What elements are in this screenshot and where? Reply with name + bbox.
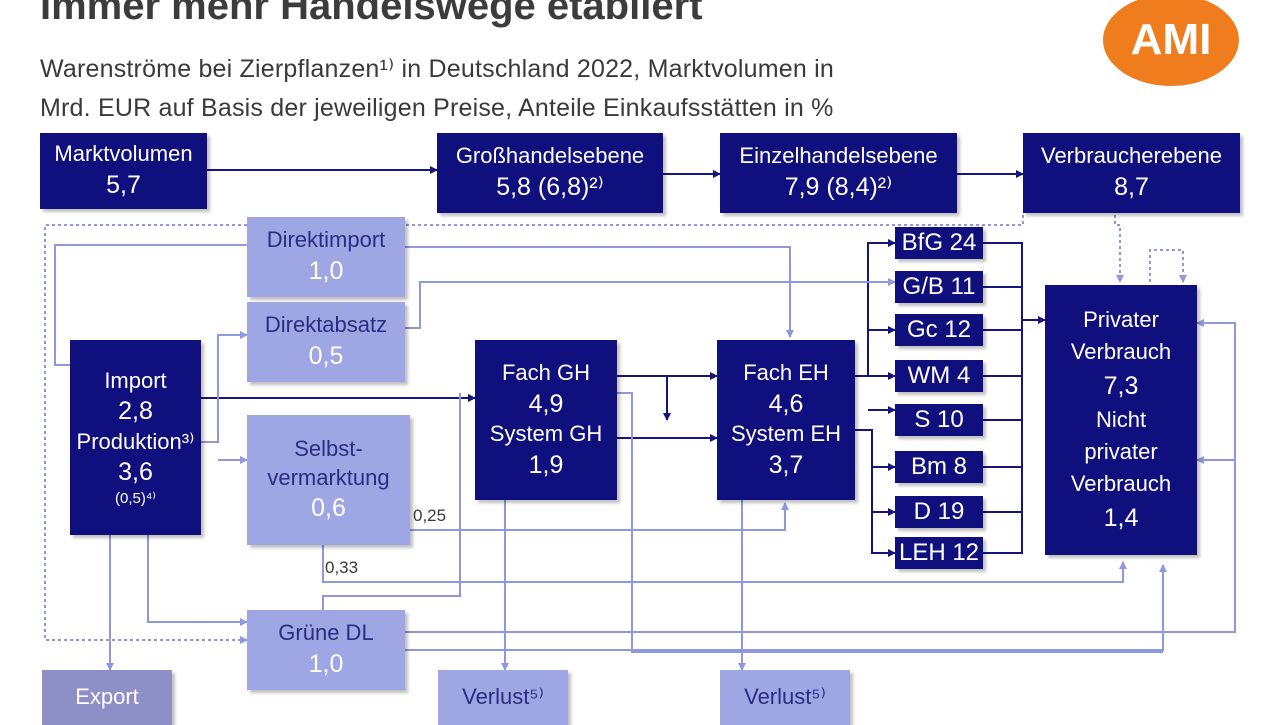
fach-eh-label: Fach EH [743, 359, 829, 385]
import-label: Import [104, 367, 167, 393]
verlust-box-2: Verlust⁵⁾ [720, 670, 850, 725]
page-title: Immer mehr Handelswege etabliert [40, 0, 703, 28]
grosshandel-value: 5,8 (6,8)²⁾ [496, 173, 604, 202]
share-box-gc: Gc 12 [895, 314, 983, 346]
verlust-label-1: Verlust⁵⁾ [462, 684, 544, 710]
selbstvermarktung-label-1: Selbst- [294, 436, 363, 462]
marktvolumen-label: Marktvolumen [54, 141, 193, 167]
selbstvermarktung-label-2: vermarktung [267, 464, 390, 490]
nicht-privater-value: 1,4 [1103, 503, 1139, 532]
direktabsatz-value: 0,5 [308, 342, 344, 371]
system-eh-label: System EH [730, 421, 842, 446]
share-box-bfg: BfG 24 [895, 227, 983, 259]
selbstvermarktung-value: 0,6 [311, 494, 346, 523]
fach-gh-label: Fach GH [501, 359, 591, 385]
produktion-note: (0,5)⁴⁾ [115, 489, 156, 507]
nicht-privater-label-3: Verbrauch [1070, 470, 1172, 496]
export-box: Export [42, 670, 172, 725]
share-box-bm: Bm 8 [895, 451, 983, 483]
selbstvermarktung-box: Selbst- vermarktung 0,6 [247, 415, 410, 545]
nicht-privater-label-2: privater [1084, 438, 1158, 464]
ami-logo: AMI [1103, 0, 1239, 86]
verlust-label-2: Verlust⁵⁾ [744, 684, 826, 710]
verbraucher-label: Verbraucherebene [1040, 143, 1223, 169]
subtitle-line-1: Warenströme bei Zierpflanzen¹⁾ in Deutsc… [40, 55, 834, 83]
direktabsatz-box: Direktabsatz 0,5 [247, 302, 405, 382]
direktimport-box: Direktimport 1,0 [247, 217, 405, 297]
gruene-dl-box: Grüne DL 1,0 [247, 610, 405, 690]
verbraucher-value: 8,7 [1114, 173, 1149, 202]
privater-label-2: Verbrauch [1070, 338, 1172, 364]
marktvolumen-value: 5,7 [106, 171, 141, 200]
nicht-privater-label-1: Nicht [1095, 407, 1147, 433]
einzelhandel-box: Einzelhandelsebene 7,9 (8,4)²⁾ [720, 133, 957, 213]
share-box-leh: LEH 12 [895, 537, 983, 569]
direktimport-label: Direktimport [266, 227, 386, 253]
verlust-box-1: Verlust⁵⁾ [438, 670, 568, 725]
share-box-wm: WM 4 [895, 360, 983, 392]
fach-eh-value: 4,6 [768, 389, 804, 418]
flow-annotation-025: 0,25 [413, 506, 447, 525]
fach-gh-value: 4,9 [528, 389, 564, 418]
produktion-value: 3,6 [118, 458, 153, 487]
gruene-dl-label: Grüne DL [278, 620, 374, 646]
flow-annotation-033: 0,33 [325, 558, 359, 577]
marktvolumen-box: Marktvolumen 5,7 [40, 133, 207, 209]
system-gh-label: System GH [489, 421, 603, 446]
privater-label-1: Privater [1083, 307, 1159, 333]
gruene-dl-value: 1,0 [308, 650, 344, 679]
share-box-s: S 10 [895, 404, 983, 436]
subtitle-line-2: Mrd. EUR auf Basis der jeweiligen Preise… [40, 94, 834, 122]
system-eh-value: 3,7 [768, 450, 804, 479]
direktabsatz-label: Direktabsatz [264, 312, 388, 338]
system-gh-value: 1,9 [528, 450, 564, 479]
import-produktion-box: Import 2,8 Produktion³⁾ 3,6 (0,5)⁴⁾ [70, 340, 201, 535]
export-label: Export [75, 684, 139, 710]
direktimport-value: 1,0 [308, 257, 344, 286]
fach-gh-box: Fach GH 4,9 System GH 1,9 [475, 340, 617, 500]
fach-eh-box: Fach EH 4,6 System EH 3,7 [717, 340, 855, 500]
privater-value: 7,3 [1103, 371, 1139, 400]
grosshandel-label: Großhandelsebene [455, 143, 645, 169]
grosshandel-box: Großhandelsebene 5,8 (6,8)²⁾ [437, 133, 663, 213]
produktion-label: Produktion³⁾ [76, 428, 195, 454]
einzelhandel-label: Einzelhandelsebene [739, 143, 938, 169]
einzelhandel-value: 7,9 (8,4)²⁾ [784, 173, 893, 202]
verbrauch-box: Privater Verbrauch 7,3 Nicht privater Ve… [1045, 285, 1197, 555]
verbraucher-box: Verbraucherebene 8,7 [1023, 133, 1240, 213]
share-box-gb: G/B 11 [895, 271, 983, 303]
share-box-d: D 19 [895, 496, 983, 528]
import-value: 2,8 [118, 397, 153, 426]
